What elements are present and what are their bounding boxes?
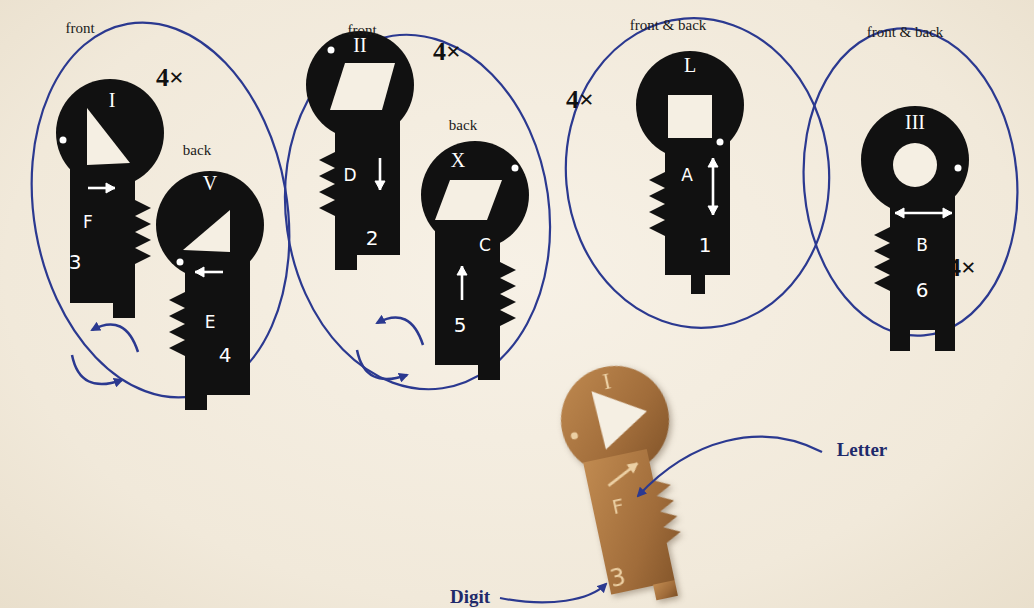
key-shape (850, 105, 980, 355)
key-letter: E (205, 312, 216, 332)
side-label: front (65, 20, 94, 37)
count-label: 4× (948, 253, 976, 283)
key-letter: A (681, 165, 693, 185)
key-cutout (893, 143, 937, 187)
side-label: front & back (630, 17, 707, 34)
group-ellipse (791, 19, 1030, 344)
side-label: back (449, 117, 477, 134)
key-dot (717, 139, 724, 146)
key-body (306, 31, 414, 270)
flip-arrow (92, 324, 138, 352)
key-shape (410, 140, 540, 390)
key-letter: D (343, 165, 356, 185)
key-group: front & back 4× L A 1 (560, 12, 835, 334)
roman-numeral: I (109, 89, 116, 112)
key-arrow (195, 267, 223, 277)
key-digit: 5 (454, 313, 467, 337)
key-shape (45, 78, 175, 328)
roman-numeral: L (684, 54, 696, 77)
key-digit: 6 (916, 278, 929, 302)
key-dot (512, 165, 519, 172)
flip-arrow (72, 355, 122, 384)
key-body (56, 79, 164, 318)
flip-arrow (377, 317, 423, 345)
roman-numeral: X (451, 149, 465, 172)
leader-line (638, 437, 822, 496)
key-node: I F3 (45, 78, 175, 328)
key-cutout (668, 95, 712, 138)
key-letter: C (479, 235, 491, 255)
group-ellipse (263, 17, 573, 406)
group-ellipse (553, 7, 842, 339)
callout-label: Digit (450, 586, 490, 608)
key-cutout (435, 180, 502, 220)
key-dot (60, 137, 67, 144)
key-body (636, 51, 744, 294)
key-shape (540, 353, 719, 608)
callout-label: Letter (837, 439, 888, 461)
key-digit: 2 (366, 226, 379, 250)
key-group: front 4× back I F3 V E4 (28, 15, 293, 405)
key-group: front & back 4× III B 6 (798, 22, 1023, 342)
key-shape (295, 30, 425, 280)
key-dot (177, 259, 184, 266)
key-body (156, 171, 264, 410)
key-arrow (457, 266, 467, 300)
roman-numeral: II (353, 34, 366, 57)
key-arrow (708, 158, 718, 215)
key-node: II D 2 (295, 30, 425, 280)
key-node: III B 6 (850, 105, 980, 355)
key-dot (570, 432, 578, 440)
key-node: IF3 (540, 353, 719, 608)
side-label: front & back (867, 24, 944, 41)
leader-line (500, 584, 606, 602)
key-digit: 4 (219, 343, 232, 367)
count-label: 4× (433, 37, 461, 67)
group-ellipse (3, 2, 318, 418)
flip-arrow (357, 350, 407, 379)
key-dot (328, 47, 335, 54)
key-digit: 1 (699, 233, 712, 257)
key-cutout (592, 381, 653, 450)
key-group: front4×backIID2XC5 (280, 28, 555, 396)
key-cutout (183, 210, 230, 252)
roman-numeral: V (203, 172, 217, 195)
roman-numeral: III (905, 111, 925, 134)
key-digit: 3 (69, 250, 82, 274)
side-label: back (183, 142, 211, 159)
key-cutout (87, 108, 130, 165)
key-arrow (605, 463, 641, 486)
key-node: V E4 (145, 170, 275, 420)
key-letter: F (83, 212, 93, 232)
key-body (861, 106, 969, 351)
key-arrow (88, 183, 115, 193)
count-label: 4× (156, 63, 184, 93)
count-label: 4× (566, 85, 594, 115)
key-letter: B (916, 235, 928, 255)
key-body (551, 356, 706, 608)
key-node: X C 5 (410, 140, 540, 390)
key-arrow (895, 208, 952, 218)
key-dot (955, 165, 962, 172)
key-body (421, 141, 529, 380)
key-shape (145, 170, 275, 420)
key-node: L A 1 (625, 50, 755, 300)
key-cutout (330, 63, 395, 110)
key-arrow (375, 158, 385, 190)
